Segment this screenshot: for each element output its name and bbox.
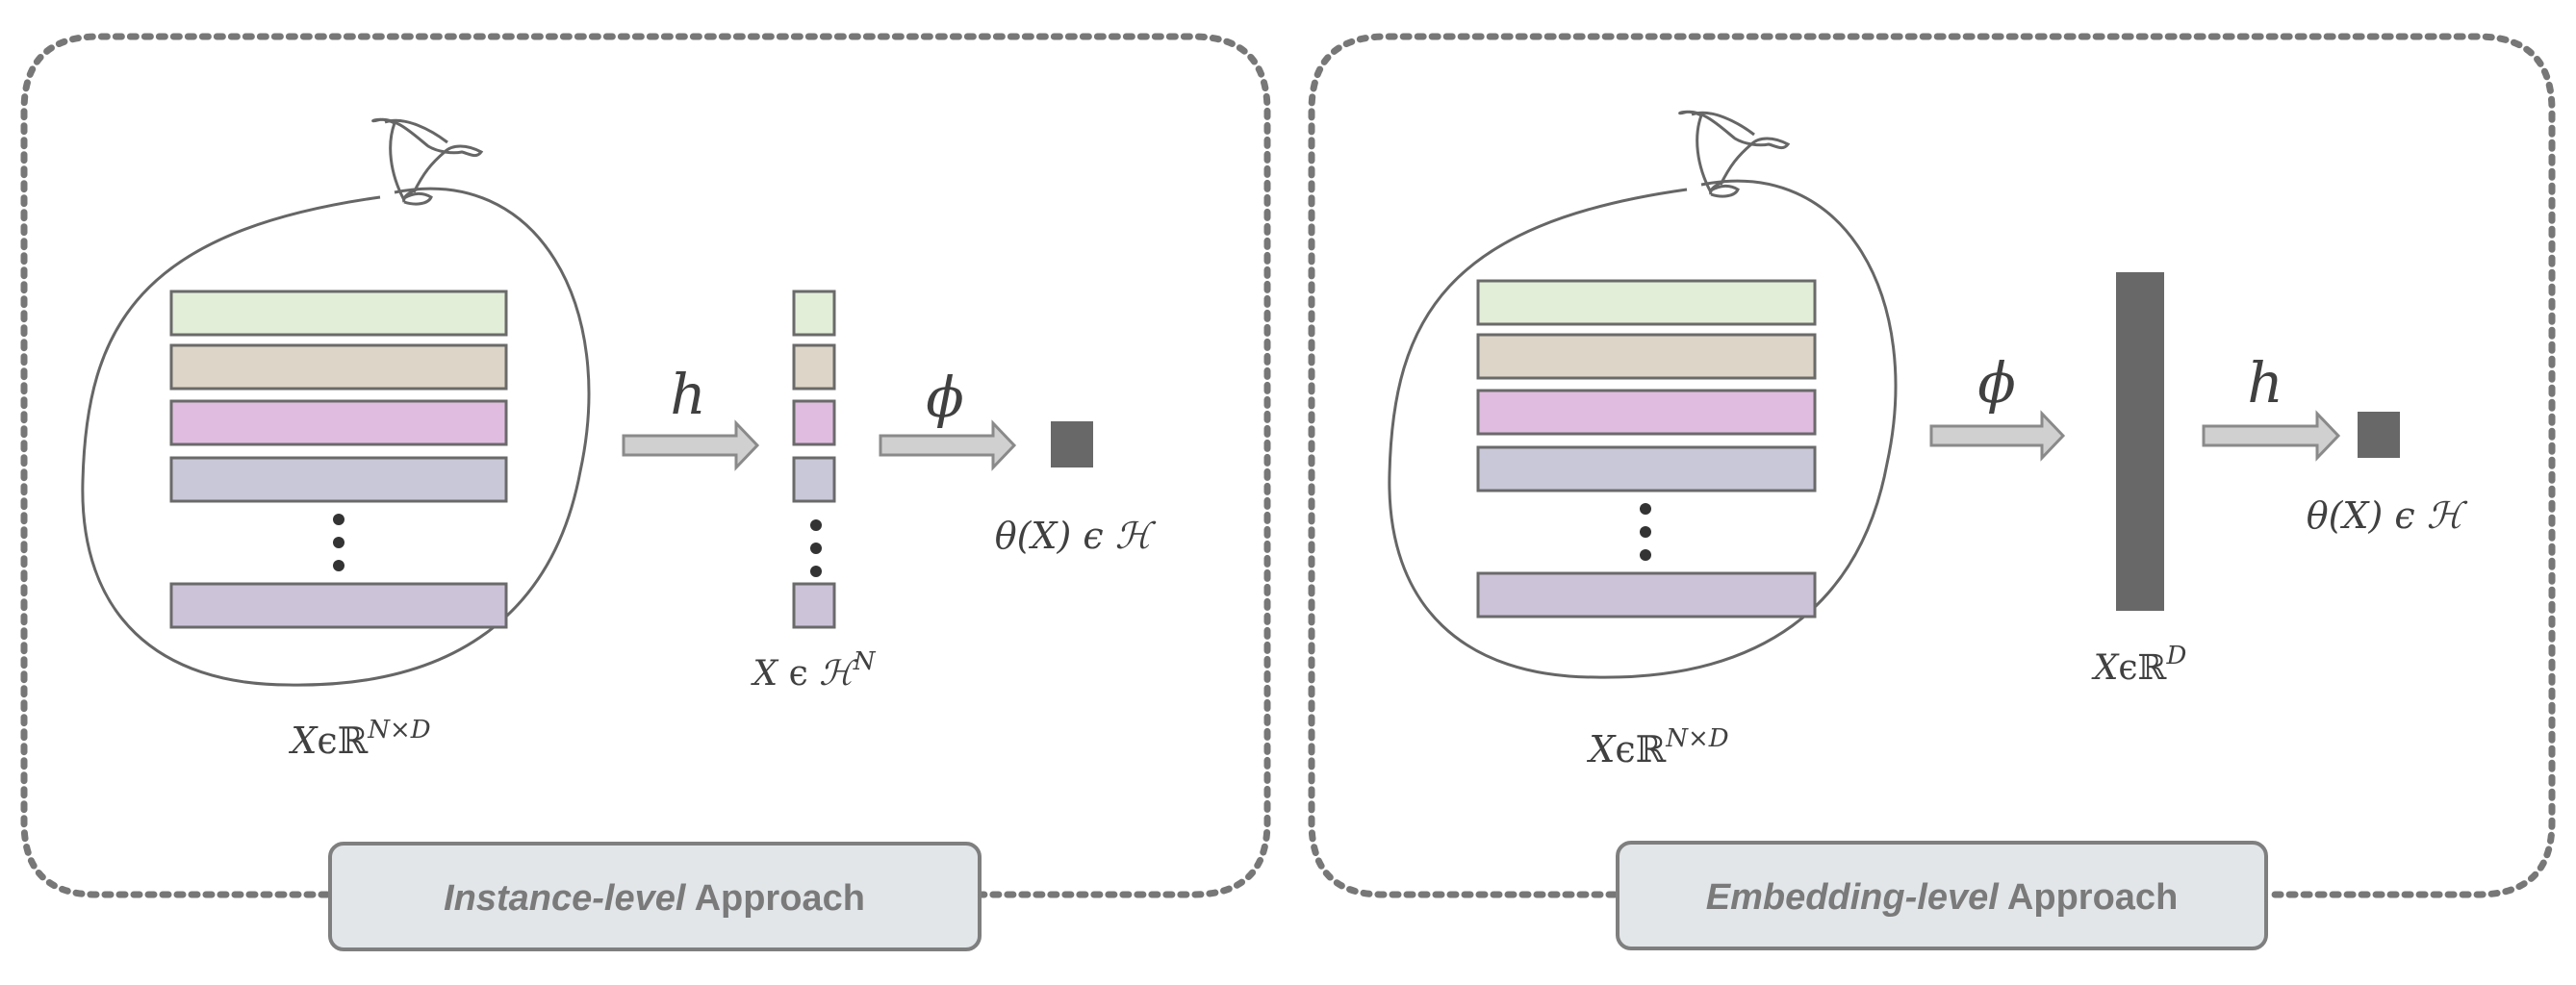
instance-row-1 [169, 290, 508, 337]
svg-text:Embedding-level Approach: Embedding-level Approach [1706, 877, 2179, 918]
function-h-label: h [2247, 350, 2283, 416]
score-cell-n [792, 582, 836, 629]
instance-row-3 [169, 399, 508, 446]
bag-caption: XϵℝN×D [1586, 724, 1728, 770]
score-cell-4 [792, 456, 836, 503]
label-italic: Embedding-level [1706, 877, 2000, 918]
bag-embedding-block [2116, 272, 2164, 611]
bag-caption: XϵℝN×D [288, 716, 430, 762]
label-rest: Approach [1999, 877, 2179, 918]
arrow-right-icon [879, 419, 1017, 471]
embedding-level-panel: XϵℝN×D ϕ XϵℝD h θ(X) ϵ ℋ Embedding-level… [1308, 33, 2556, 950]
vertical-ellipsis [1640, 503, 1651, 561]
instance-row-4 [1476, 445, 1817, 492]
panel-frame-left [20, 33, 1271, 898]
embedding-caption: XϵℝD [2091, 642, 2187, 688]
score-cell-2 [792, 343, 836, 391]
output-caption: θ(X) ϵ ℋ [995, 515, 1157, 557]
instance-row-3 [1476, 389, 1817, 436]
instance-scores-caption: X ϵ ℋN [750, 647, 876, 694]
score-cell-1 [792, 290, 836, 337]
instance-row-1 [1476, 279, 1817, 326]
instance-row-n [169, 582, 508, 629]
label-rest: Approach [685, 878, 865, 919]
instance-row-2 [1476, 333, 1817, 380]
bag-icon [1388, 110, 1898, 679]
function-phi-label: ϕ [926, 365, 964, 430]
instance-row-2 [169, 343, 508, 391]
instance-level-approach-label: Instance-level Approach [328, 842, 982, 951]
function-phi-label: ϕ [1977, 350, 2016, 416]
embedding-level-approach-label: Embedding-level Approach [1616, 841, 2268, 950]
arrow-right-icon [2202, 410, 2341, 462]
arrow-right-icon [1929, 410, 2066, 462]
svg-text:Instance-level Approach: Instance-level Approach [444, 878, 865, 919]
function-h-label: h [670, 362, 705, 427]
bag-icon [81, 117, 591, 687]
label-italic: Instance-level [444, 878, 687, 919]
instance-row-4 [169, 456, 508, 503]
arrow-right-icon [622, 419, 760, 471]
vertical-ellipsis [333, 514, 344, 571]
instance-row-n [1476, 571, 1817, 619]
bag-score-block [2358, 412, 2400, 458]
output-caption: θ(X) ϵ ℋ [2307, 494, 2468, 537]
bag-score-block [1051, 421, 1093, 467]
panel-frame-right [1308, 33, 2556, 898]
score-cell-3 [792, 399, 836, 446]
vertical-ellipsis [810, 519, 822, 577]
instance-level-panel: XϵℝN×D h X ϵ ℋN ϕ θ(X) ϵ ℋ Instance-leve… [20, 33, 1271, 951]
